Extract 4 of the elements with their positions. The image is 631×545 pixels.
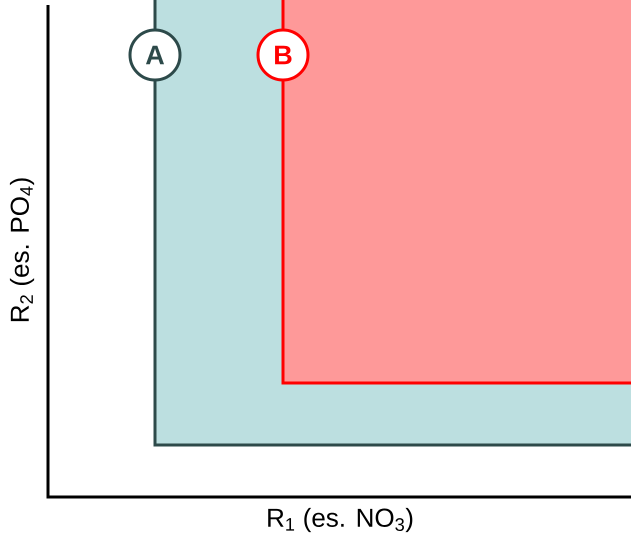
axis-label: R$_{1}$ (es. NO$_{3}$) [268, 508, 412, 532]
axis-label: R$_{2}$ (es. PO$_{4}$) [10, 178, 34, 322]
circle-label: B [256, 28, 310, 82]
circle-label: A [128, 28, 182, 82]
